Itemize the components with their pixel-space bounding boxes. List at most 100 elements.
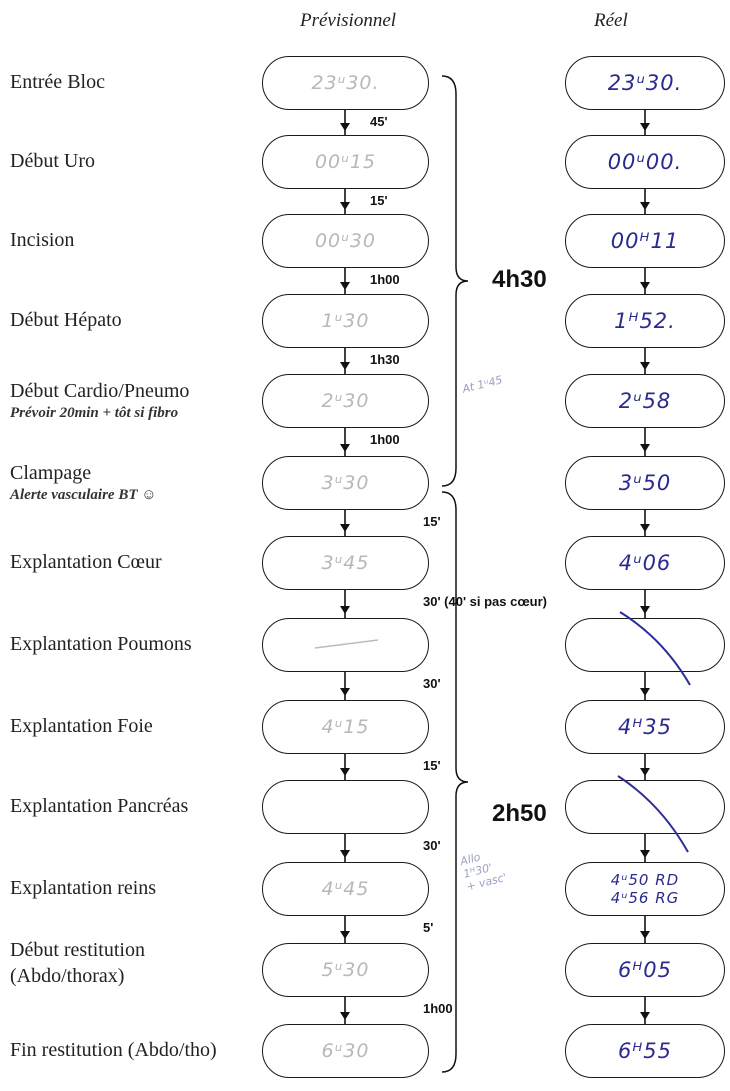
duration-label: 30' (40' si pas cœur): [423, 594, 547, 609]
arrow-head-icon: [640, 688, 650, 696]
arrow-head-icon: [340, 524, 350, 532]
planned-time-value: 00ᵘ30: [314, 230, 377, 252]
planned-time-box: 1ᵘ30: [262, 294, 429, 348]
step-label: Explantation Cœur: [10, 551, 162, 573]
arrow-head-icon: [640, 931, 650, 939]
actual-time-box: [565, 618, 725, 672]
actual-time-box: 00ᵘ00.: [565, 135, 725, 189]
step-label: Explantation Pancréas: [10, 795, 189, 817]
planned-time-box: 4ᵘ15: [262, 700, 429, 754]
planned-time-box: 4ᵘ45: [262, 862, 429, 916]
duration-label: 5': [423, 920, 434, 935]
arrow-head-icon: [640, 282, 650, 290]
actual-time-box: 4ᵘ50 RD 4ᵘ56 RG: [565, 862, 725, 916]
arrow-head-icon: [340, 362, 350, 370]
step-note: Alerte vasculaire BT ☺: [10, 487, 157, 503]
arrow-head-icon: [640, 524, 650, 532]
duration-label: 15': [370, 193, 388, 208]
strike-mark: [619, 611, 691, 686]
duration-label: 1h00: [423, 1001, 453, 1016]
planned-time-value: 4ᵘ45: [321, 878, 370, 900]
planned-column-header: Prévisionnel: [300, 10, 397, 31]
actual-time-box: [565, 780, 725, 834]
arrow-head-icon: [640, 202, 650, 210]
step-label: Explantation Foie: [10, 715, 153, 737]
actual-time-box: 4ᴴ35: [565, 700, 725, 754]
actual-time-value: 1ᴴ52.: [614, 309, 676, 333]
arrow-head-icon: [640, 606, 650, 614]
planned-time-box: [262, 780, 429, 834]
arrow-head-icon: [340, 444, 350, 452]
duration-label: 1h00: [370, 272, 400, 287]
arrow-head-icon: [340, 1012, 350, 1020]
arrow-head-icon: [640, 1012, 650, 1020]
planned-time-box: 00ᵘ30: [262, 214, 429, 268]
duration-label: 30': [423, 838, 441, 853]
planned-time-box: 3ᵘ30: [262, 456, 429, 510]
duration-label: 1h00: [370, 432, 400, 447]
arrow-head-icon: [640, 362, 650, 370]
planned-time-box: 00ᵘ15: [262, 135, 429, 189]
actual-time-box: 2ᵘ58: [565, 374, 725, 428]
duration-label: 45': [370, 114, 388, 129]
total-first-block: 4h30: [492, 266, 547, 293]
actual-time-box: 6ᴴ55: [565, 1024, 725, 1078]
actual-time-value: 23ᵘ30.: [607, 71, 683, 95]
arrow-head-icon: [340, 768, 350, 776]
actual-time-box: 6ᴴ05: [565, 943, 725, 997]
arrow-head-icon: [640, 768, 650, 776]
planned-time-value: 23ᵘ30.: [311, 72, 380, 94]
actual-time-box: 3ᵘ50: [565, 456, 725, 510]
actual-time-box: 23ᵘ30.: [565, 56, 725, 110]
duration-label: 15': [423, 758, 441, 773]
step-label: Début Hépato: [10, 309, 122, 331]
pencil-strike-mark: [314, 639, 379, 649]
brace-first-block: [441, 75, 469, 487]
planned-time-box: 5ᵘ30: [262, 943, 429, 997]
planned-time-value: 1ᵘ30: [321, 310, 370, 332]
arrow-head-icon: [340, 202, 350, 210]
duration-label: 30': [423, 676, 441, 691]
actual-time-value: 3ᵘ50: [618, 471, 672, 495]
step-note: Prévoir 20min + tôt si fibro: [10, 405, 179, 421]
strike-mark: [617, 775, 689, 853]
actual-column-header: Réel: [594, 10, 628, 31]
planned-time-box: 23ᵘ30.: [262, 56, 429, 110]
step-label: Début restitution (Abdo/thorax): [10, 939, 145, 987]
planned-time-box: 3ᵘ45: [262, 536, 429, 590]
planned-time-box: 2ᵘ30: [262, 374, 429, 428]
arrow-head-icon: [340, 123, 350, 131]
actual-time-value: 4ᵘ06: [618, 551, 672, 575]
planned-time-box: 6ᵘ30: [262, 1024, 429, 1078]
planned-time-box: [262, 618, 429, 672]
step-label: Fin restitution (Abdo/tho): [10, 1039, 217, 1061]
step-label: Entrée Bloc: [10, 71, 105, 93]
actual-time-box: 4ᵘ06: [565, 536, 725, 590]
duration-label: 1h30: [370, 352, 400, 367]
planned-time-value: 3ᵘ45: [321, 552, 370, 574]
total-second-block: 2h50: [492, 800, 547, 827]
arrow-head-icon: [340, 850, 350, 858]
actual-time-value: 6ᴴ05: [617, 958, 673, 982]
step-label: Clampage: [10, 462, 92, 484]
arrow-head-icon: [340, 688, 350, 696]
actual-time-box: 00ᴴ11: [565, 214, 725, 268]
actual-time-value: 4ᵘ50 RD 4ᵘ56 RG: [610, 871, 680, 907]
actual-time-box: 1ᴴ52.: [565, 294, 725, 348]
duration-label: 15': [423, 514, 441, 529]
arrow-head-icon: [340, 606, 350, 614]
planned-time-value: 6ᵘ30: [321, 1040, 370, 1062]
arrow-head-icon: [640, 850, 650, 858]
planned-time-value: 5ᵘ30: [321, 959, 370, 981]
planned-time-value: 3ᵘ30: [321, 472, 370, 494]
arrow-head-icon: [640, 123, 650, 131]
arrow-head-icon: [340, 282, 350, 290]
actual-time-value: 6ᴴ55: [617, 1039, 673, 1063]
step-label: Début Uro: [10, 150, 95, 172]
actual-time-value: 00ᴴ11: [610, 229, 680, 253]
planned-time-value: 00ᵘ15: [314, 151, 377, 173]
step-label: Explantation Poumons: [10, 633, 192, 655]
step-label: Incision: [10, 229, 75, 251]
